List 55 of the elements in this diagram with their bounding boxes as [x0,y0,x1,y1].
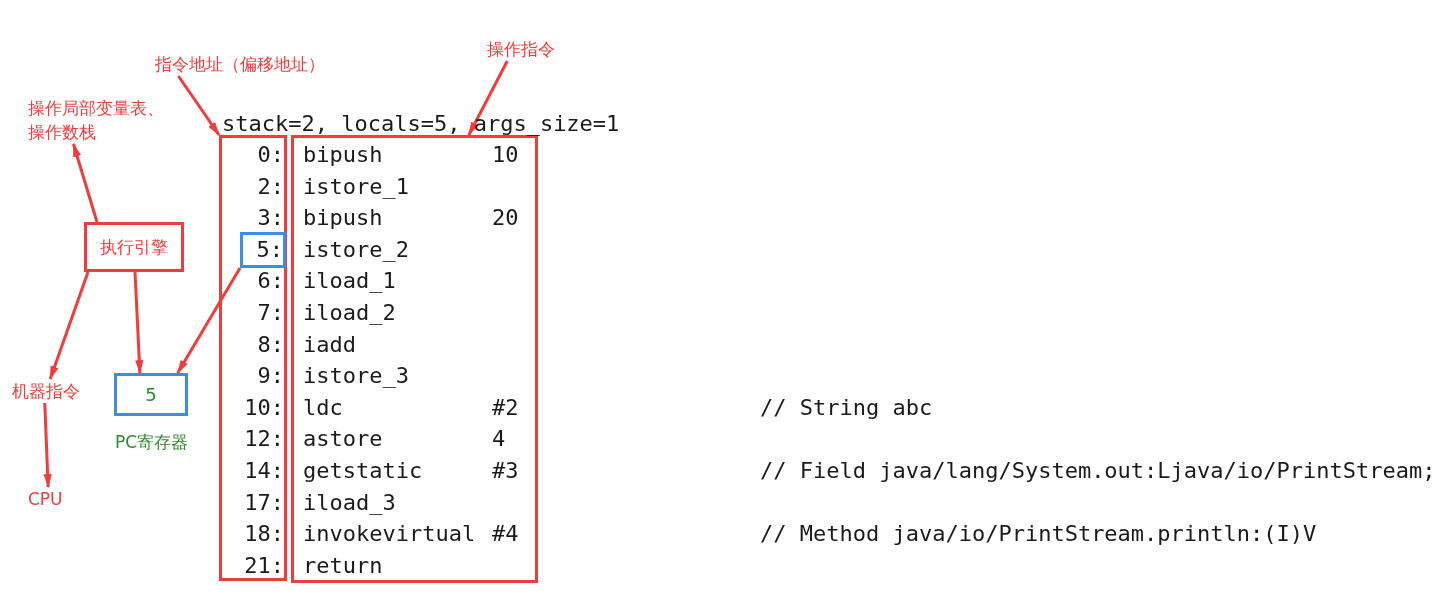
arrow [48,271,90,381]
opcode: iload_1 [303,268,396,295]
arrow [133,271,144,375]
opcode: astore [303,426,383,453]
offset-address: 2: [257,173,284,200]
opcode: ldc [303,394,343,421]
code-comment: // String abc [760,394,933,421]
address-column-box [219,135,287,581]
code-comment: // Method java/io/PrintStream.println:(I)V [760,521,1317,548]
offset-address: 0: [257,142,284,168]
operand: #3 [492,458,519,484]
engine-box: 执行引擎 [84,222,184,272]
arrow [43,402,52,489]
opcode: istore_2 [303,236,409,263]
annotation-label: 操作指令 [487,37,565,61]
opcode: invokevirtual [303,521,476,548]
annotation-label: 操作局部变量表、操作数栈 [28,96,170,144]
opcode: istore_3 [303,363,409,390]
instruction-column-box [291,135,538,583]
operand: #4 [492,521,519,548]
opcode: getstatic [303,458,423,484]
annotation-label: 机器指令 [12,379,90,403]
arrow [467,60,509,137]
offset-address: 10: [244,394,284,421]
offset-address: 7: [257,300,284,326]
offset-address: 12: [244,426,284,453]
code-comment: // Field java/lang/System.out:Ljava/io/PrintStream; [760,458,1436,484]
offset-address: 3: [257,205,284,232]
operand: 4 [492,426,506,453]
offset-address: 18: [244,521,284,548]
opcode: bipush [303,142,383,168]
offset-address: 6: [257,268,284,295]
offset-address: 9: [257,363,284,390]
register-caption: PC寄存器 [115,431,189,453]
arrow [176,267,242,374]
opcode: bipush [303,205,383,232]
opcode: return [303,552,383,579]
register-box: 5 [114,373,188,416]
offset-address: 14: [244,458,284,484]
operand: 20 [492,205,519,232]
arrow [72,142,99,223]
operand: 10 [492,142,519,168]
opcode: iload_3 [303,489,396,516]
opcode: iadd [303,331,356,358]
opcode: iload_2 [303,300,396,326]
offset-address: 17: [244,489,284,516]
code-header: stack=2, locals=5, args_size=1 [222,111,620,137]
arrow [177,75,221,136]
annotation-label: CPU [28,487,70,511]
opcode: istore_1 [303,173,409,200]
offset-address: 8: [257,331,284,358]
operand: #2 [492,394,519,421]
offset-address: 21: [244,552,284,579]
highlight-box: 5: [240,232,286,268]
annotation-label: 指令地址（偏移地址） [155,52,335,76]
